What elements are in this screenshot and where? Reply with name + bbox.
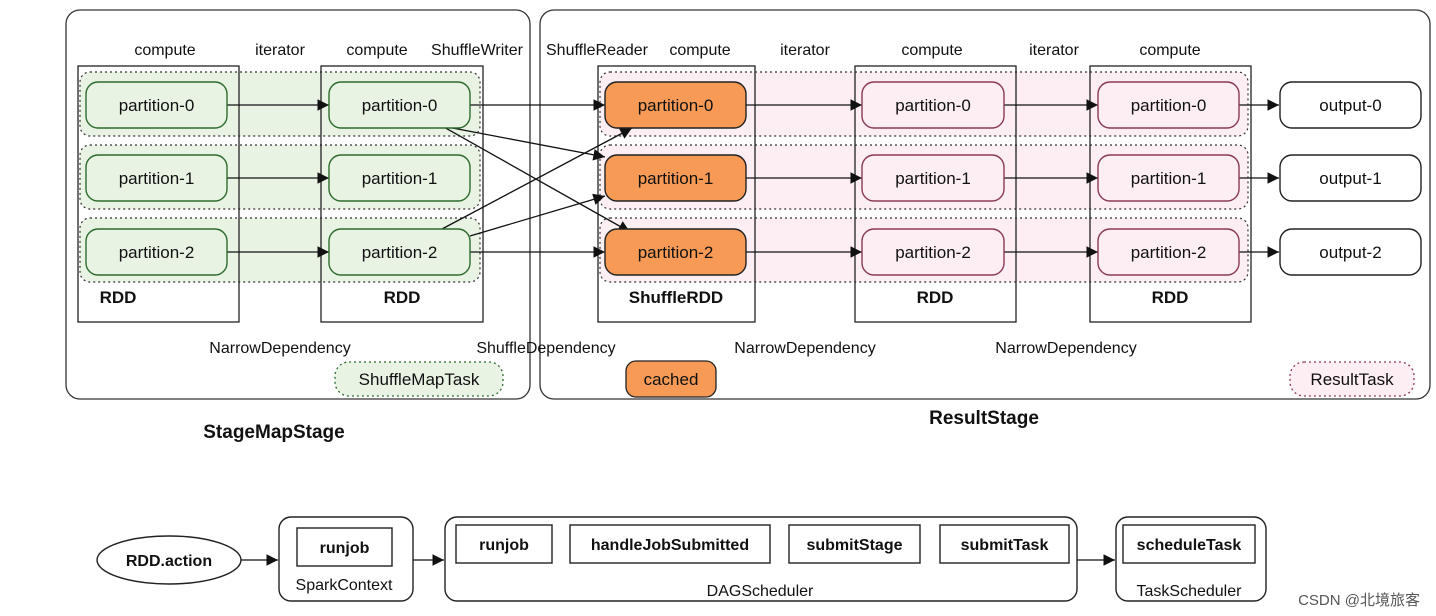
svg-text:partition-2: partition-2 <box>119 243 195 262</box>
rdd5-partition-0: partition-0 <box>1097 81 1240 129</box>
dependency-arrows <box>227 99 1279 258</box>
rdd4-partition-2: partition-2 <box>861 228 1005 276</box>
svg-text:partition-2: partition-2 <box>895 243 971 262</box>
svg-text:partition-2: partition-2 <box>1131 243 1207 262</box>
rdd-label-1: RDD <box>100 288 137 307</box>
map-stage-container <box>65 9 531 400</box>
map-stage-title: StageMapStage <box>203 422 344 443</box>
narrow-dependency-label-2: NarrowDependency <box>734 340 875 357</box>
rdd4-partition-1: partition-1 <box>861 154 1005 202</box>
svg-text:runjob: runjob <box>320 540 370 557</box>
svg-text:partition-1: partition-1 <box>895 169 971 188</box>
rdd5-partition-2: partition-2 <box>1097 228 1240 276</box>
output-1-node: output-1 <box>1279 154 1422 202</box>
result-stage-title: ResultStage <box>929 408 1039 429</box>
rdd5-partition-1: partition-1 <box>1097 154 1240 202</box>
compute-label-1: compute <box>134 42 195 59</box>
rdd2-partition-1: partition-1 <box>328 154 471 202</box>
dag-submit-task <box>939 524 1070 564</box>
rdd-label-5: RDD <box>1152 288 1189 307</box>
task-scheduler-label: TaskScheduler <box>1137 583 1243 600</box>
dag-handle-job-submitted <box>569 524 771 564</box>
rdd1-partition-2: partition-2 <box>85 228 228 276</box>
shuffle-partition-0: partition-0 <box>604 81 747 129</box>
svg-text:output-2: output-2 <box>1319 243 1381 262</box>
shuffle-writer-label: ShuffleWriter <box>431 42 524 59</box>
svg-text:submitStage: submitStage <box>806 537 902 554</box>
rdd2-partition-2: partition-2 <box>328 228 471 276</box>
dag-runjob <box>455 524 553 564</box>
rdd1-partition-1: partition-1 <box>85 154 228 202</box>
svg-text:output-0: output-0 <box>1319 96 1381 115</box>
shuffle-map-task-legend: ShuffleMapTask <box>334 361 504 397</box>
svg-text:partition-0: partition-0 <box>895 96 971 115</box>
rdd4-partition-0: partition-0 <box>861 81 1005 129</box>
svg-text:ShuffleMapTask: ShuffleMapTask <box>359 370 480 389</box>
dag-scheduler-label: DAGScheduler <box>707 583 814 600</box>
shuffle-rdd-label: ShuffleRDD <box>629 288 723 307</box>
svg-text:partition-1: partition-1 <box>1131 169 1207 188</box>
svg-text:partition-1: partition-1 <box>638 169 714 188</box>
spark-context-node: runjob SparkContext <box>278 516 414 602</box>
task-scheduler-node: scheduleTask TaskScheduler <box>1115 516 1267 602</box>
svg-text:output-1: output-1 <box>1319 169 1381 188</box>
svg-text:handleJobSubmitted: handleJobSubmitted <box>591 537 749 554</box>
svg-text:partition-0: partition-0 <box>1131 96 1207 115</box>
compute-label-5: compute <box>1139 42 1200 59</box>
svg-text:ResultTask: ResultTask <box>1310 370 1394 389</box>
result-task-legend: ResultTask <box>1289 361 1415 397</box>
svg-text:partition-2: partition-2 <box>362 243 438 262</box>
task-scheduler-schedule-task <box>1122 524 1256 564</box>
iterator-label-3: iterator <box>1029 42 1079 59</box>
narrow-dependency-label-3: NarrowDependency <box>995 340 1136 357</box>
csdn-watermark: CSDN @北境旅客 <box>1298 591 1420 609</box>
rdd-label-4: RDD <box>917 288 954 307</box>
rdd-action-node: RDD.action <box>96 535 242 585</box>
shuffle-dependency-label: ShuffleDependency <box>476 340 615 357</box>
rdd-box-5 <box>1089 65 1252 323</box>
svg-text:runjob: runjob <box>479 537 529 554</box>
svg-text:partition-0: partition-0 <box>119 96 195 115</box>
rdd-box-4 <box>854 65 1017 323</box>
narrow-dependency-label-1: NarrowDependency <box>209 340 350 357</box>
rdd-label-2: RDD <box>384 288 421 307</box>
svg-text:submitTask: submitTask <box>961 537 1049 554</box>
svg-text:partition-2: partition-2 <box>638 243 714 262</box>
shuffle-partition-1: partition-1 <box>604 154 747 202</box>
compute-label-2: compute <box>346 42 407 59</box>
svg-text:scheduleTask: scheduleTask <box>1137 537 1242 554</box>
cached-legend: cached <box>625 360 717 398</box>
output-0-node: output-0 <box>1279 81 1422 129</box>
rdd1-partition-0: partition-0 <box>85 81 228 129</box>
spark-context-runjob <box>296 527 393 567</box>
svg-text:partition-1: partition-1 <box>119 169 195 188</box>
dag-submit-stage <box>788 524 921 564</box>
rdd2-partition-0: partition-0 <box>328 81 471 129</box>
result-stage-container <box>539 9 1431 400</box>
output-2-node: output-2 <box>1279 228 1422 276</box>
svg-text:partition-0: partition-0 <box>638 96 714 115</box>
shuffle-reader-label: ShuffleReader <box>546 42 649 59</box>
shuffle-partition-2: partition-2 <box>604 228 747 276</box>
dag-scheduler-node: runjob handleJobSubmitted submitStage su… <box>444 516 1078 602</box>
svg-text:partition-1: partition-1 <box>362 169 438 188</box>
iterator-label-1: iterator <box>255 42 305 59</box>
compute-label-4: compute <box>901 42 962 59</box>
rdd-box-1 <box>77 65 240 323</box>
rdd-box-2 <box>320 65 484 323</box>
iterator-label-2: iterator <box>780 42 830 59</box>
compute-label-3: compute <box>669 42 730 59</box>
svg-text:partition-0: partition-0 <box>362 96 438 115</box>
svg-text:RDD.action: RDD.action <box>126 553 212 570</box>
svg-text:cached: cached <box>644 370 699 389</box>
spark-context-label: SparkContext <box>296 577 393 594</box>
